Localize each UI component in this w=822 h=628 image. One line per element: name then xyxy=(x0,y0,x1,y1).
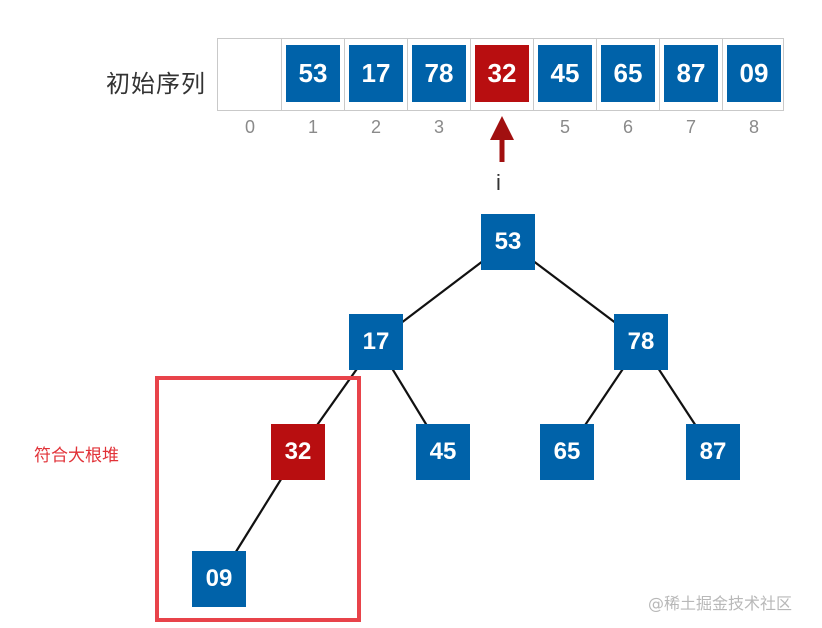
array-cell-1: 53 xyxy=(281,38,344,111)
array-value: 53 xyxy=(286,45,340,102)
array-value: 78 xyxy=(412,45,466,102)
array-value: 09 xyxy=(727,45,781,102)
array-index: 6 xyxy=(622,117,633,137)
array-index: 8 xyxy=(748,117,759,137)
array-cell-8: 09 xyxy=(722,38,785,111)
tree-node: 45 xyxy=(416,424,470,480)
array-index: 5 xyxy=(559,117,570,137)
array-value: 65 xyxy=(601,45,655,102)
array-value: 87 xyxy=(664,45,718,102)
array-cell-2: 17 xyxy=(344,38,407,111)
array-cell-5: 45 xyxy=(533,38,596,111)
array-index: 3 xyxy=(433,117,444,137)
pointer-arrow xyxy=(490,116,514,162)
annotation-text: 符合大根堆 xyxy=(34,446,119,466)
tree-node: 87 xyxy=(686,424,740,480)
array-index: 0 xyxy=(244,117,255,137)
tree-node: 65 xyxy=(540,424,594,480)
array-value: 17 xyxy=(349,45,403,102)
array-index: 1 xyxy=(307,117,318,137)
tree-node: 09 xyxy=(192,551,246,607)
tree-node: 78 xyxy=(614,314,668,370)
array-cell-6: 65 xyxy=(596,38,659,111)
array-value: 32 xyxy=(475,45,529,102)
sequence-label: 初始序列 xyxy=(106,70,206,98)
array-frame xyxy=(217,38,784,111)
highlight-box xyxy=(155,376,361,622)
array-cell-4: 32 xyxy=(470,38,533,111)
array-cell-3: 78 xyxy=(407,38,470,111)
array-value: 45 xyxy=(538,45,592,102)
tree-node: 53 xyxy=(481,214,535,270)
tree-node: 32 xyxy=(271,424,325,480)
array-cell-7: 87 xyxy=(659,38,722,111)
array-index: 2 xyxy=(370,117,381,137)
pointer-label: i xyxy=(496,170,501,195)
watermark: @稀土掘金技术社区 xyxy=(648,594,793,613)
tree-node: 17 xyxy=(349,314,403,370)
array-index: 7 xyxy=(685,117,696,137)
